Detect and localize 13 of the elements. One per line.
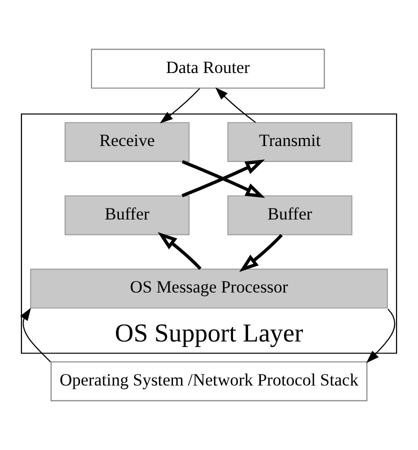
arrow — [160, 88, 200, 124]
arrow — [215, 87, 256, 123]
arrow — [20, 308, 51, 362]
node-box: Transmit — [227, 122, 352, 162]
node-box: OS Message Processor — [30, 268, 388, 309]
node-box: Operating System /Network Protocol Stack — [50, 361, 368, 402]
node-box: Data Router — [90, 48, 325, 89]
arrow — [366, 308, 396, 364]
node-box: Receive — [64, 122, 190, 162]
arrow — [158, 232, 202, 270]
node-box: Buffer — [64, 195, 190, 236]
arrow — [239, 234, 283, 272]
node-box: Buffer — [227, 195, 352, 236]
